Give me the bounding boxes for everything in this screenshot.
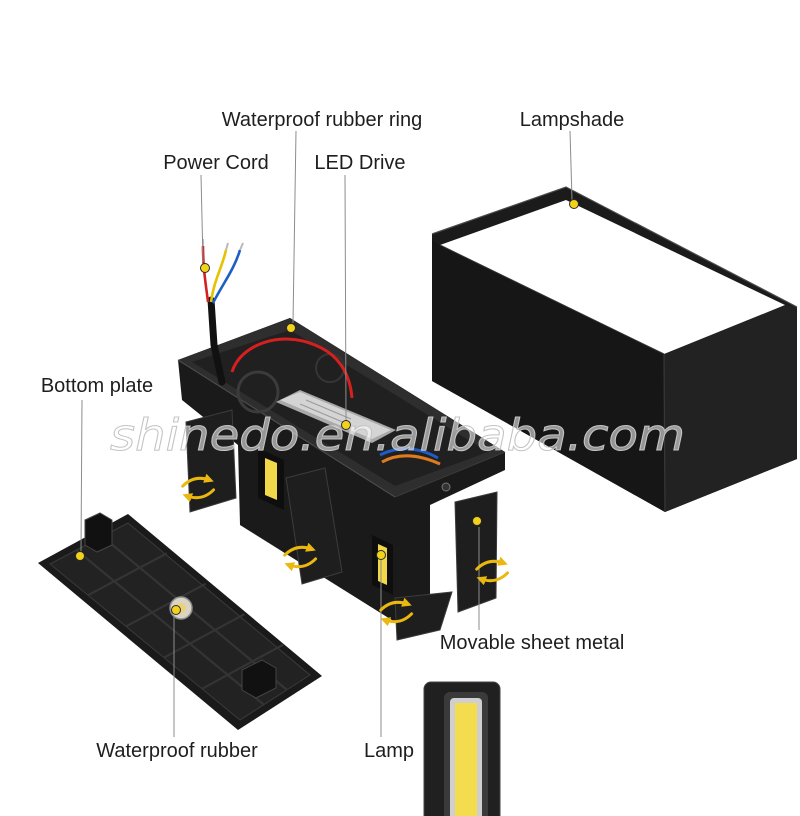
leader-line-bottom-plate — [80, 399, 83, 552]
housing-bolt — [441, 482, 451, 492]
leader-line-lampshade — [569, 130, 573, 201]
lampshade-front-wall — [432, 240, 665, 512]
marker-dot-lampshade — [569, 199, 579, 209]
label-bottom-plate: Bottom plate — [41, 375, 153, 397]
marker-dot-waterproof-rubber-ring — [286, 323, 296, 333]
leader-line-led-drive — [344, 174, 347, 421]
rotation-arrow-icon — [475, 556, 510, 586]
internal-blue-wire — [379, 447, 439, 460]
rotation-arrow-icon — [181, 473, 216, 503]
label-power-cord: Power Cord — [163, 152, 269, 174]
marker-dot-bottom-plate — [75, 551, 85, 561]
marker-dot-led-drive — [341, 420, 351, 430]
interior-boss — [236, 370, 280, 414]
leader-line-waterproof-rubber-ring — [292, 130, 297, 324]
internal-orange-wire — [381, 454, 441, 466]
led-window-2 — [372, 535, 393, 595]
plate-tab-2 — [241, 659, 277, 699]
sheet-metal-flap-4 — [454, 491, 498, 613]
label-waterproof-rubber-ring: Waterproof rubber ring — [222, 109, 422, 131]
marker-dot-movable-sheet-metal — [472, 516, 482, 526]
rotation-arrow-icon — [379, 597, 414, 627]
label-lampshade: Lampshade — [520, 109, 625, 131]
bottom-plate — [38, 512, 322, 730]
lamp-housing — [177, 239, 506, 641]
rotation-arrow-icon — [283, 542, 318, 572]
red-wire — [201, 245, 210, 303]
blue-wire — [211, 249, 242, 304]
leader-line-power-cord — [200, 174, 204, 263]
marker-dot-power-cord — [200, 263, 210, 273]
lampshade-side-wall — [664, 305, 797, 512]
label-movable-sheet-metal: Movable sheet metal — [440, 632, 625, 654]
led-driver — [276, 390, 396, 443]
plate-tab-1 — [84, 512, 113, 553]
lampshade — [431, 186, 798, 513]
cob-led-strip — [455, 703, 477, 816]
lamp-detail — [423, 681, 501, 816]
led-window-1 — [258, 448, 284, 510]
marker-dot-waterproof-rubber — [171, 605, 181, 615]
lampshade-opening — [440, 200, 785, 354]
yellow-wire — [209, 249, 228, 303]
label-led-drive: LED Drive — [314, 152, 405, 174]
label-lamp: Lamp — [364, 740, 414, 762]
marker-dot-lamp — [376, 550, 386, 560]
label-waterproof-rubber: Waterproof rubber — [96, 740, 258, 762]
internal-red-wire — [230, 337, 354, 399]
watermark: shinedo.en.alibaba.com — [110, 410, 685, 461]
